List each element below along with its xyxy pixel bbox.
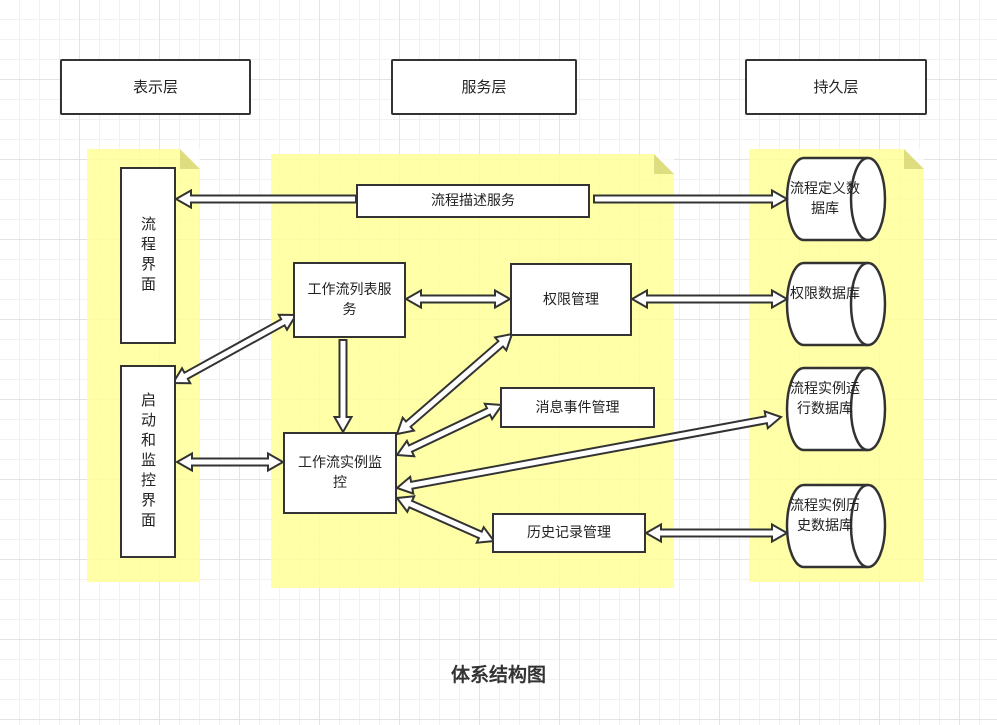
history-management-box: 历史记录管理 [492,513,646,553]
diagram-caption: 体系结构图 [450,664,546,686]
db-definition-label: 流程定义数据库 [790,181,860,217]
arrow-worklist-monitor-ui [171,313,298,385]
monitor-ui-box: 启动和监控界面 [120,365,176,558]
arrow-history-history-db [643,522,790,544]
instance-monitor-box: 工作流实例监控 [283,432,397,514]
arrow-desc-to-definition-db [593,188,790,210]
worklist-service-box: 工作流列表服务 [293,262,406,338]
arrow-instance-runtime-db [395,409,783,496]
header-presentation: 表示层 [60,59,251,115]
arrow-permission-permission-db [629,288,790,310]
arrow-instance-permission [395,332,514,436]
arrow-instance-history [395,495,496,544]
process-ui-box: 流程界面 [120,167,176,344]
db-runtime-label: 流程实例运行数据库 [790,381,860,417]
monitor-ui-label: 启动和监控界面 [139,391,157,532]
arrow-desc-to-process-ui [173,188,357,210]
message-event-box: 消息事件管理 [500,387,655,428]
worklist-service-label: 工作流列表服务 [307,282,392,318]
db-cylinders [785,156,887,569]
arrows [171,188,790,544]
process-ui-label: 流程界面 [139,215,157,296]
arrow-worklist-to-instance [332,339,354,435]
process-desc-service-box: 流程描述服务 [356,184,590,218]
permission-management-box: 权限管理 [510,263,632,336]
db-history-label: 流程实例历史数据库 [790,498,860,534]
arrow-worklist-permission [403,288,513,310]
db-permission-label: 权限数据库 [790,286,860,302]
arrow-monitor-ui-instance [174,451,286,473]
header-persistence: 持久层 [745,59,927,115]
header-service: 服务层 [391,59,577,115]
db-cylinder-permission [785,261,887,347]
instance-monitor-label: 工作流实例监控 [298,455,382,491]
